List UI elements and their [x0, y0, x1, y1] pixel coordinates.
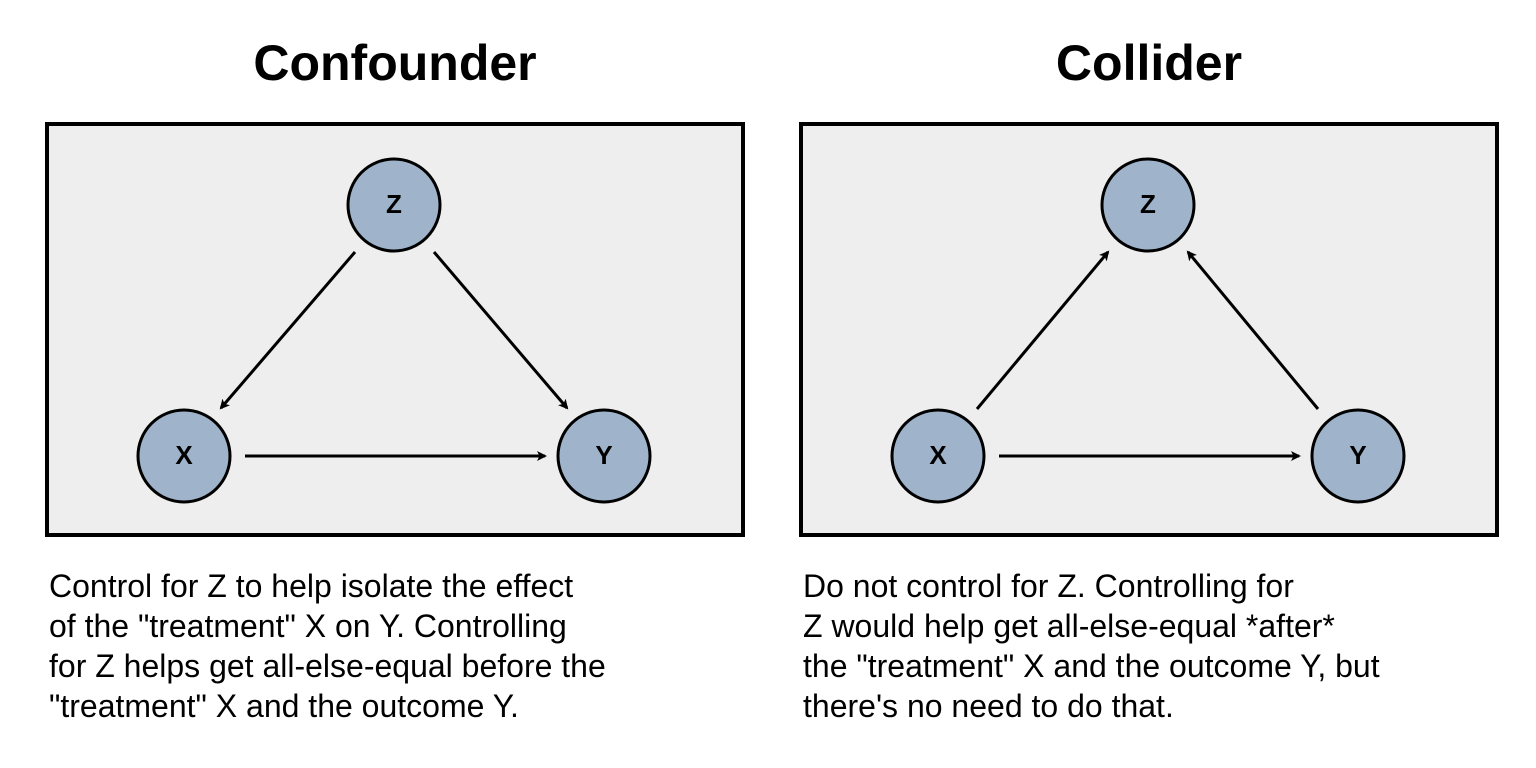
caption-line: for Z helps get all-else-equal before th… — [49, 648, 606, 684]
caption-line: "treatment" X and the outcome Y. — [49, 688, 519, 724]
node-z: Z — [1100, 157, 1196, 253]
edge-z-to-x — [219, 251, 357, 410]
caption-line: Z would help get all-else-equal *after* — [803, 608, 1335, 644]
collider-diagram-svg: Z X Y — [799, 122, 1499, 537]
caption-line: of the "treatment" X on Y. Controlling — [49, 608, 567, 644]
node-x: X — [136, 408, 232, 504]
caption-line: Control for Z to help isolate the effect — [49, 568, 574, 604]
confounder-title: Confounder — [253, 35, 537, 91]
caption-line: there's no need to do that. — [803, 688, 1174, 724]
collider-panel: Collider Z X Y — [799, 0, 1499, 768]
edge-y-to-z — [1186, 250, 1320, 410]
collider-title: Collider — [1055, 35, 1243, 91]
node-x: X — [890, 408, 986, 504]
edge-x-to-z — [975, 250, 1110, 410]
node-y-label: Y — [1349, 440, 1366, 470]
node-y: Y — [556, 408, 652, 504]
collider-diagram: Z X Y — [799, 122, 1499, 537]
confounder-panel: Confounder Z X Y — [45, 0, 745, 768]
node-y-label: Y — [595, 440, 612, 470]
node-z-label: Z — [1140, 189, 1156, 219]
node-z: Z — [346, 157, 442, 253]
node-z-label: Z — [386, 189, 402, 219]
confounder-caption: Control for Z to help isolate the effect… — [49, 566, 739, 726]
confounder-diagram: Z X Y — [45, 122, 745, 537]
caption-line: Do not control for Z. Controlling for — [803, 568, 1294, 604]
edge-z-to-y — [432, 251, 569, 410]
collider-caption: Do not control for Z. Controlling for Z … — [803, 566, 1493, 726]
node-x-label: X — [929, 440, 947, 470]
confounder-diagram-svg: Z X Y — [45, 122, 745, 537]
caption-line: the "treatment" X and the outcome Y, but — [803, 648, 1380, 684]
node-x-label: X — [175, 440, 193, 470]
node-y: Y — [1310, 408, 1406, 504]
